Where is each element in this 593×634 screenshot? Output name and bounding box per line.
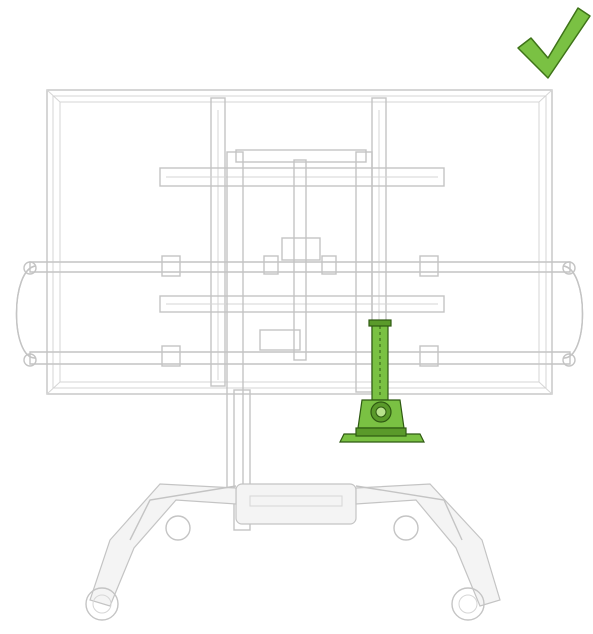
camera-shelf-accessory	[339, 319, 425, 443]
vertical-mount-rails	[210, 97, 387, 387]
central-column	[226, 151, 373, 531]
caster-wheels	[85, 515, 485, 621]
display-screen	[46, 89, 553, 395]
side-handles	[15, 261, 584, 367]
horizontal-mount-bars	[159, 149, 445, 313]
bar-clamps	[161, 255, 439, 367]
checkmark-icon	[517, 7, 591, 79]
cart-base	[89, 483, 501, 607]
